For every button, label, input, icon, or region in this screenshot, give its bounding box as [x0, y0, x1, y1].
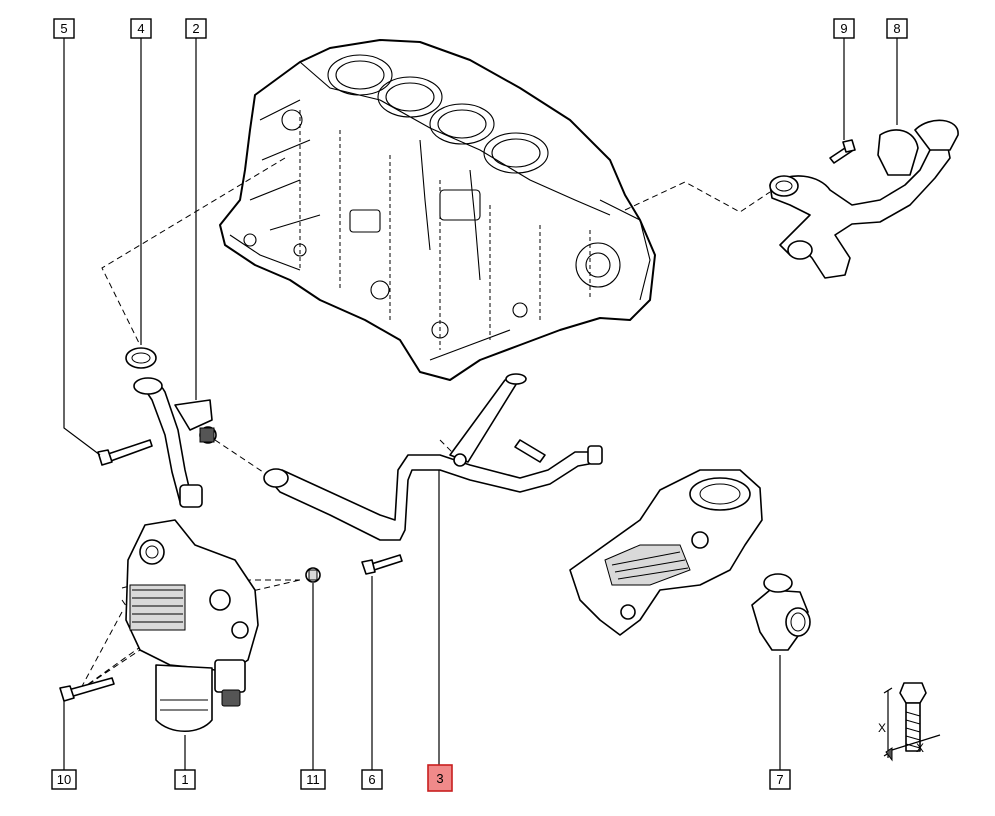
bolt-part-11: [305, 567, 321, 583]
callout-11: 11: [300, 769, 326, 790]
callout-2-label: 2: [192, 21, 199, 36]
egr-cooler-assembly: [569, 469, 763, 636]
o-ring-part-4: [125, 347, 157, 369]
callout-3-label: 3: [436, 771, 443, 786]
pump-housing-part-1: [125, 519, 259, 732]
callout-9-label: 9: [840, 21, 847, 36]
callout-7-label: 7: [776, 772, 783, 787]
callout-1: 1: [174, 769, 196, 790]
callout-6: 6: [361, 769, 383, 790]
callout-3-highlighted: 3: [427, 764, 453, 792]
callout-1-label: 1: [181, 772, 188, 787]
legend-x-label-right: X: [916, 741, 924, 755]
callout-9: 9: [833, 18, 855, 39]
callout-11-label: 11: [306, 772, 320, 787]
callout-4: 4: [130, 18, 152, 39]
engine-block: [219, 39, 656, 381]
bolt-part-5: [97, 439, 153, 466]
callout-4-label: 4: [137, 21, 144, 36]
callout-6-label: 6: [368, 772, 375, 787]
bolt-part-6: [361, 554, 403, 575]
coolant-elbow-part-7: [751, 573, 811, 651]
coolant-pipe-part-2: [133, 377, 217, 508]
legend-x-label-left: X: [878, 721, 886, 735]
coolant-hose-part-8: [769, 119, 959, 279]
water-pipe-part-3: [263, 373, 603, 541]
bolt-part-10: [59, 677, 115, 702]
callout-5: 5: [53, 18, 75, 39]
callout-7: 7: [769, 769, 791, 790]
callout-10-label: 10: [57, 772, 71, 787]
callout-5-label: 5: [60, 21, 67, 36]
leader-lines: [63, 38, 898, 770]
callout-8-label: 8: [893, 21, 900, 36]
bolt-part-9: [829, 139, 856, 164]
callout-8: 8: [886, 18, 908, 39]
bolt-dimension-legend: X X: [878, 682, 941, 762]
callout-10: 10: [51, 769, 77, 790]
callout-2: 2: [185, 18, 207, 39]
